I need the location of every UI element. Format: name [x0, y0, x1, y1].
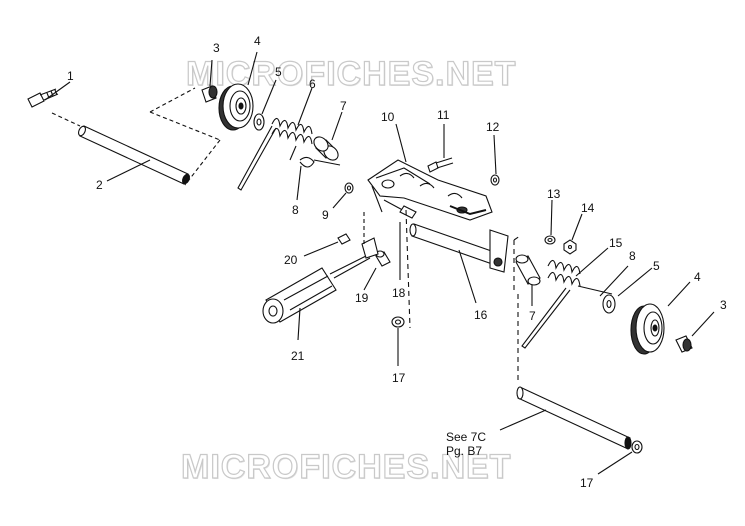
part-20-spacer — [337, 233, 351, 245]
part-11-bolt — [427, 157, 454, 173]
callout-17b: 17 — [580, 476, 594, 490]
callout-12: 12 — [486, 120, 500, 134]
callout-5: 5 — [275, 65, 282, 79]
callout-4: 4 — [254, 34, 261, 48]
reference-note: See 7C Pg. B7 — [446, 430, 486, 458]
callout-3b: 3 — [720, 298, 727, 312]
callout-2: 2 — [96, 178, 103, 192]
part-3-bushing — [201, 85, 218, 103]
part-16-cross-shaft — [409, 223, 509, 273]
callout-21: 21 — [291, 349, 305, 363]
part-7-roller-lower — [515, 254, 541, 286]
callout-7b: 7 — [529, 309, 536, 323]
part-4-wheel-lower — [630, 303, 665, 355]
part-2-shaft — [78, 125, 190, 185]
part-15-spring — [521, 259, 613, 349]
callout-4b: 4 — [694, 270, 701, 284]
part-21-shock — [262, 237, 379, 324]
callout-18: 18 — [392, 286, 406, 300]
part-12-nut — [490, 174, 500, 186]
callout-11: 11 — [437, 108, 450, 122]
part-4-wheel — [218, 83, 254, 131]
part-8-clip — [299, 156, 341, 168]
callout-8: 8 — [292, 203, 299, 217]
callout-7: 7 — [340, 99, 347, 113]
callout-19: 19 — [355, 291, 369, 305]
part-13-washer — [544, 235, 556, 245]
part-7-roller — [313, 136, 339, 161]
part-6-spring — [237, 117, 313, 191]
part-9-nut — [344, 182, 354, 194]
part-3-bushing-lower — [675, 335, 693, 353]
part-5-washer-lower — [602, 294, 616, 314]
part-18-pin — [399, 205, 417, 219]
callout-9: 9 — [322, 208, 329, 222]
watermark-bottom: MICROFICHES.NET — [180, 447, 512, 486]
callout-14: 14 — [581, 201, 595, 215]
callout-13: 13 — [547, 187, 561, 201]
callout-17: 17 — [392, 371, 406, 385]
callout-6: 6 — [309, 77, 316, 91]
part-5-washer — [253, 113, 265, 131]
callout-labels: 1 2 3 4 5 6 7 8 9 10 11 12 13 14 15 8 5 … — [67, 34, 727, 490]
reference-note-line1: See 7C — [446, 430, 487, 444]
part-14-nut — [563, 239, 577, 255]
callout-5b: 5 — [653, 259, 660, 273]
callout-15: 15 — [609, 236, 623, 250]
part-1-bolt — [27, 88, 59, 108]
callout-8b: 8 — [629, 249, 636, 263]
reference-note-line2: Pg. B7 — [446, 444, 483, 458]
callout-3: 3 — [213, 41, 220, 55]
callout-20: 20 — [284, 253, 298, 267]
part-long-shaft-lower — [516, 386, 632, 450]
part-17-washer-upper — [391, 316, 405, 328]
callout-16: 16 — [474, 308, 488, 322]
callout-10: 10 — [381, 110, 395, 124]
part-17-washer-lower — [631, 440, 643, 454]
callout-1: 1 — [67, 69, 74, 83]
